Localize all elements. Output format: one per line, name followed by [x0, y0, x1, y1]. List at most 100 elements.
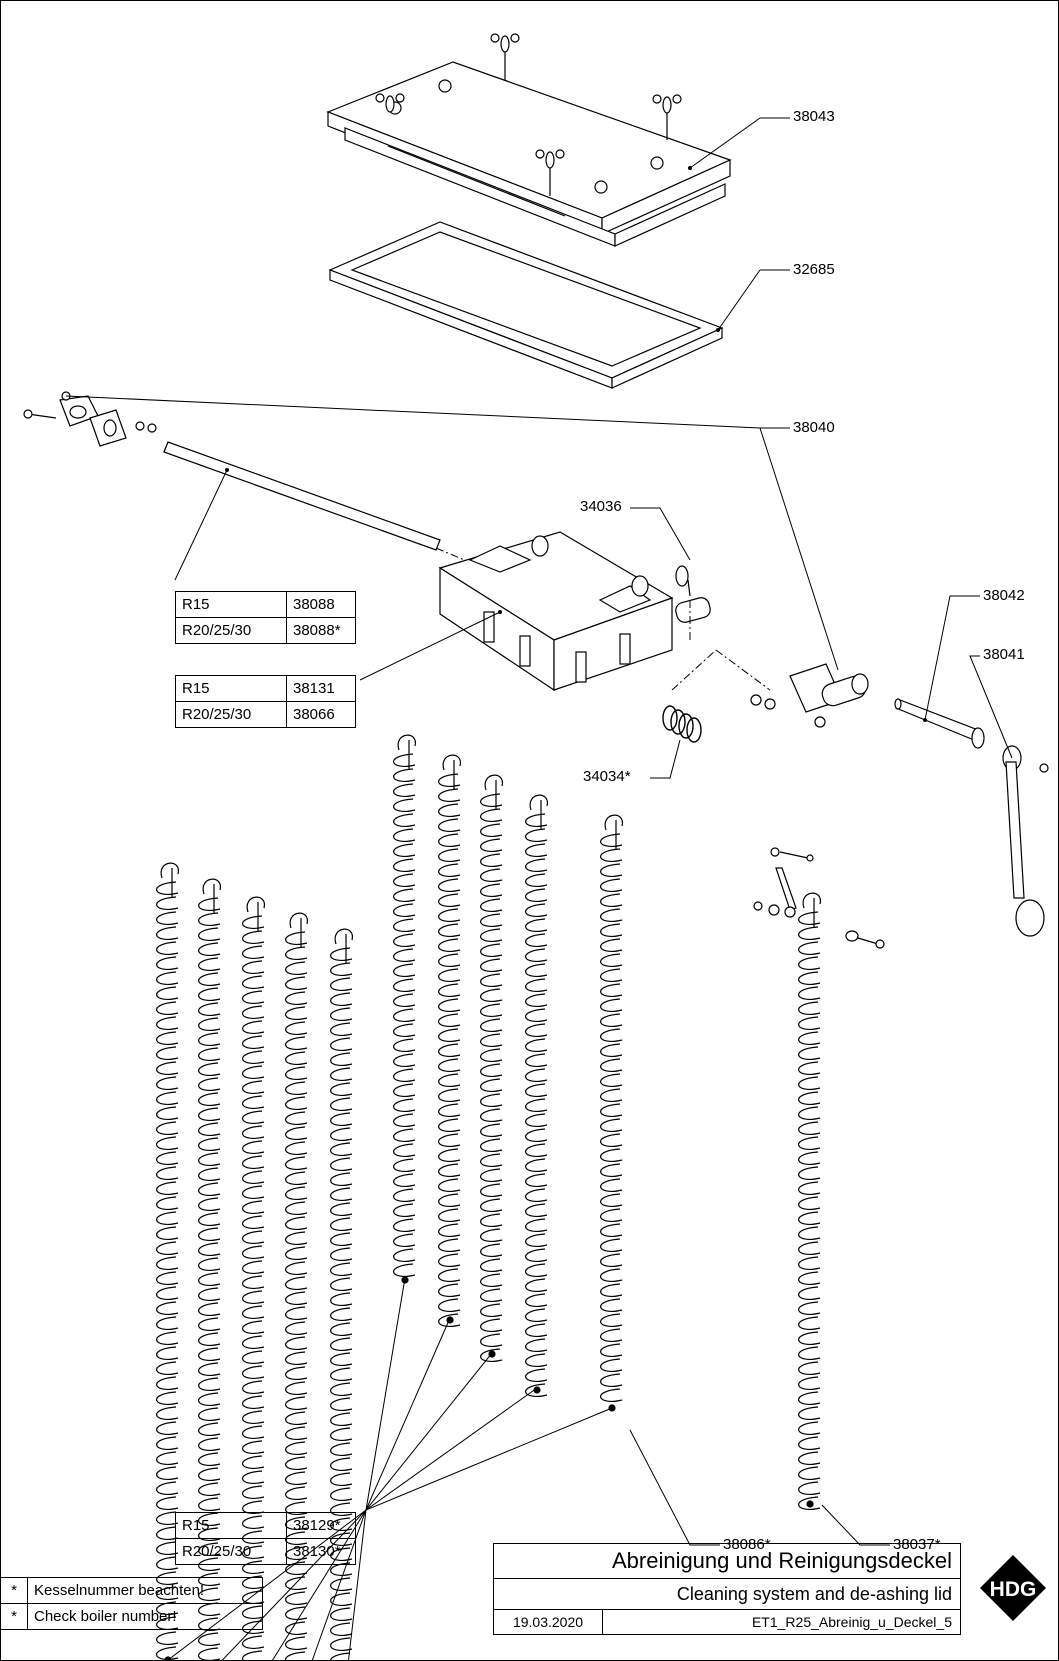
turbulator-spiral: [599, 814, 623, 1412]
callout-38042: 38042: [983, 587, 1025, 604]
spiral-coil: [284, 1321, 308, 1335]
spiral-coil: [284, 1141, 308, 1155]
spiral-coil: [155, 1436, 179, 1450]
spiral-coil: [524, 1098, 548, 1112]
spiral-coil: [155, 1211, 179, 1225]
spiral-coil: [797, 1181, 821, 1195]
spiral-coil: [437, 1028, 461, 1042]
spiral-coil: [197, 912, 221, 926]
spiral-coil: [437, 818, 461, 832]
spiral-coil: [392, 903, 416, 917]
spiral-coil: [797, 1196, 821, 1210]
spiral-coil: [155, 1046, 179, 1060]
spiral-coil: [797, 1211, 821, 1225]
spiral-coil: [155, 1271, 179, 1285]
spiral-coil: [329, 1172, 353, 1186]
spiral-coil: [284, 1351, 308, 1365]
spiral-coil: [329, 1052, 353, 1066]
model-cell: R15: [175, 1512, 287, 1539]
spiral-coil: [241, 1320, 265, 1334]
spiral-coil: [599, 833, 623, 847]
spiral-coil: [155, 1331, 179, 1345]
spiral-coil: [479, 913, 503, 927]
model-cell: R20/25/30: [175, 1538, 287, 1565]
spiral-coil: [437, 1223, 461, 1237]
callout-38043: 38043: [793, 108, 835, 125]
spiral-coil: [284, 1186, 308, 1200]
spiral-coil: [284, 1276, 308, 1290]
spiral-coil: [524, 1113, 548, 1127]
spiral-coil: [599, 968, 623, 982]
spiral-coil: [599, 863, 623, 877]
part-cell: 38129*: [286, 1512, 356, 1539]
spiral-coil: [437, 788, 461, 802]
spiral-coil: [241, 1185, 265, 1199]
spiral-coil: [797, 1496, 821, 1510]
spiral-coil: [797, 1286, 821, 1300]
spiral-coil: [797, 1091, 821, 1105]
spiral-coil: [284, 1426, 308, 1440]
spiral-coil: [524, 1293, 548, 1307]
drawing-id: ET1_R25_Abreinig_u_Deckel_5: [602, 1609, 961, 1635]
spiral-coil: [329, 1577, 353, 1591]
spiral-coil: [329, 1337, 353, 1351]
spiral-coil: [437, 983, 461, 997]
spiral-coil: [155, 926, 179, 940]
spiral-coil: [797, 1361, 821, 1375]
spiral-coil: [599, 1193, 623, 1207]
spiral-coil: [241, 1275, 265, 1289]
spiral-coil: [284, 1261, 308, 1275]
spiral-coil: [392, 858, 416, 872]
hdg-logo: HDG: [980, 1555, 1046, 1621]
spiral-coil: [329, 1262, 353, 1276]
spiral-hook: [442, 754, 461, 771]
note-text: Kesselnummer beachten!: [27, 1577, 263, 1604]
spiral-coil: [524, 813, 548, 827]
spiral-coil: [392, 1083, 416, 1097]
spiral-coil: [479, 1183, 503, 1197]
spiral-coil: [797, 1031, 821, 1045]
spiral-coil: [479, 1018, 503, 1032]
note-mark: *: [0, 1577, 28, 1604]
spiral-coil: [284, 1366, 308, 1380]
spiral-coil: [797, 1046, 821, 1060]
spiral-coil: [155, 986, 179, 1000]
spiral-coil: [241, 1650, 263, 1661]
spiral-coil: [797, 986, 821, 1000]
spiral-coil: [329, 1277, 353, 1291]
spiral-coil: [284, 1246, 308, 1260]
spiral-coil: [284, 1591, 308, 1605]
spiral-coil: [437, 953, 461, 967]
spiral-coil: [524, 918, 548, 932]
table-row: R20/25/30 38130*: [175, 1538, 356, 1565]
spiral-coil: [599, 953, 623, 967]
spiral-coil: [241, 1410, 265, 1424]
spiral-coil: [284, 1456, 308, 1470]
spiral-coil: [241, 1200, 265, 1214]
part-cell: 38130*: [286, 1538, 356, 1565]
spiral-coil: [437, 1178, 461, 1192]
spiral-coil: [284, 931, 308, 945]
spiral-coil: [284, 1651, 306, 1661]
spiral-coil: [155, 1526, 179, 1540]
spiral-coil: [329, 1037, 353, 1051]
spiral-coil: [797, 1451, 821, 1465]
spiral-coil: [479, 1093, 503, 1107]
spiral-coil: [284, 1441, 308, 1455]
spiral-coil: [437, 1148, 461, 1162]
spiral-coil: [329, 1457, 353, 1471]
spiral-coil: [599, 1088, 623, 1102]
table-row: R20/25/30 38066: [175, 701, 356, 728]
part-cell: 38088*: [286, 617, 356, 644]
spiral-coil: [392, 1188, 416, 1202]
spiral-coil: [797, 956, 821, 970]
spiral-coil: [797, 1016, 821, 1030]
spiral-coil: [284, 1411, 308, 1425]
spiral-coil: [392, 1113, 416, 1127]
spiral-coil: [524, 993, 548, 1007]
spiral-coil: [329, 1322, 353, 1336]
spiral-coil: [197, 1452, 221, 1466]
spiral-coil: [284, 1021, 308, 1035]
spiral-coil: [155, 1091, 179, 1105]
spiral-coil: [329, 977, 353, 991]
